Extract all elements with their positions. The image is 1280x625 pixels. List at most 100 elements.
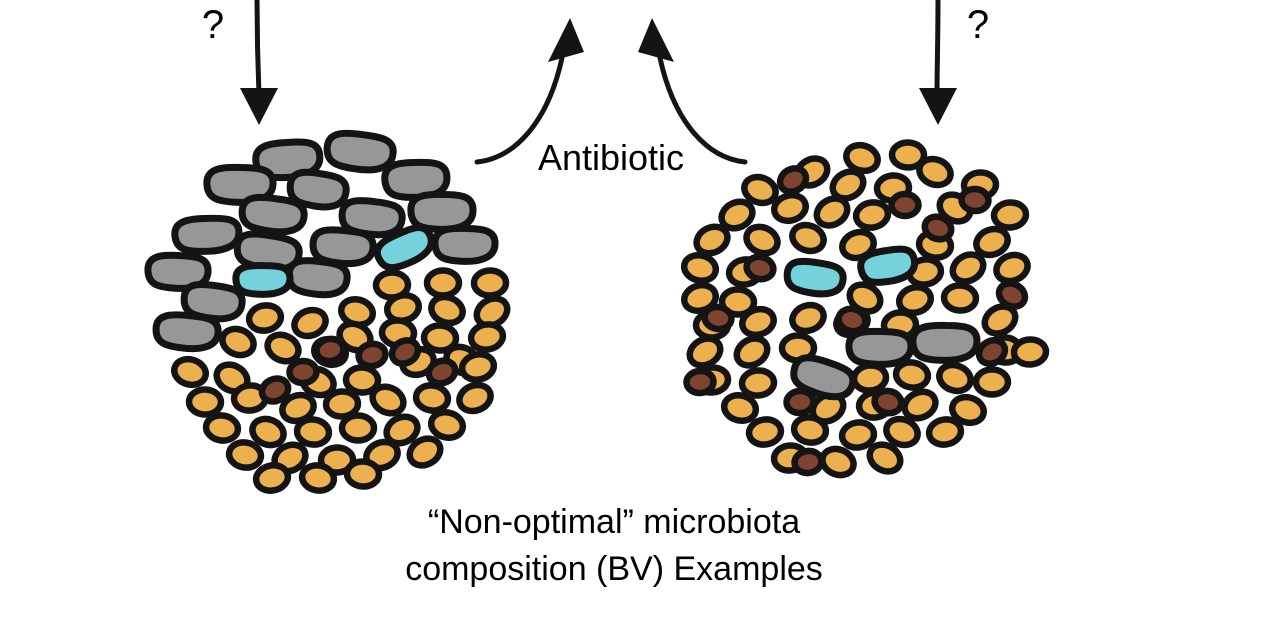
orange-coccus-cell <box>888 139 928 171</box>
brown-coccus-cell-body <box>776 165 810 195</box>
brown-coccus-cell-body <box>791 447 825 477</box>
brown-coccus-cell-body <box>743 253 777 283</box>
orange-coccus-cell-body <box>972 366 1012 398</box>
orange-coccus-cell-body <box>936 361 974 395</box>
orange-coccus-cell <box>427 409 467 441</box>
orange-coccus-cell-body <box>428 293 466 327</box>
orange-coccus-cell-body <box>219 325 257 359</box>
orange-coccus-cell <box>936 361 974 395</box>
cyan-rod-cell-body <box>374 224 435 272</box>
gray-rod-cell <box>203 163 277 206</box>
orange-coccus-cell <box>456 381 494 415</box>
orange-coccus-cell <box>745 416 785 448</box>
antibiotic-label: Antibiotic <box>538 137 684 178</box>
orange-coccus-cell-body <box>895 283 935 317</box>
orange-coccus-cell-body <box>686 335 724 369</box>
orange-coccus-cell-body <box>202 412 242 444</box>
brown-coccus-cell-body <box>783 387 817 417</box>
orange-coccus-cell-body <box>406 435 444 469</box>
gray-rod-cell <box>431 224 499 265</box>
orange-coccus-cell <box>895 283 935 317</box>
orange-coccus-cell <box>252 462 292 494</box>
orange-coccus-cell-body <box>829 168 867 202</box>
orange-coccus-cell <box>406 435 444 469</box>
orange-coccus-cell-body <box>342 364 382 396</box>
cyan-rod-cell <box>374 224 435 272</box>
orange-coccus-cell-body <box>789 301 827 335</box>
orange-coccus-cell-body <box>470 267 510 299</box>
orange-coccus-cell-body <box>458 351 498 383</box>
orange-coccus-cell-body <box>743 223 781 257</box>
orange-coccus-cell-body <box>948 393 988 427</box>
orange-coccus-cell-body <box>739 305 777 339</box>
brown-coccus-cell-body <box>921 213 955 243</box>
arrow-shaft <box>657 55 748 165</box>
arrow-incoming-left <box>240 0 278 125</box>
brown-coccus-cell-body <box>286 357 320 387</box>
orange-coccus-cell <box>741 173 779 207</box>
orange-coccus-cell-body <box>473 295 511 329</box>
orange-coccus-cell <box>293 416 333 448</box>
brown-coccus-cell <box>776 165 810 195</box>
orange-coccus-cell-body <box>293 416 333 448</box>
orange-coccus-cell-body <box>741 173 779 207</box>
orange-coccus-cell-body <box>949 251 987 285</box>
orange-coccus-cell <box>972 366 1012 398</box>
cyan-rod-cell-body <box>232 262 294 298</box>
orange-coccus-cell-body <box>467 321 507 353</box>
orange-coccus-cell <box>298 462 338 494</box>
orange-coccus-cell <box>291 306 329 340</box>
orange-coccus-cell-body <box>745 416 785 448</box>
orange-coccus-cell-body <box>322 388 362 420</box>
gray-rod-cell <box>790 354 857 401</box>
orange-coccus-cell-body <box>790 414 830 446</box>
orange-coccus-cell <box>470 267 510 299</box>
gray-rod-cell-body <box>381 158 451 201</box>
gray-rod-cell-body <box>285 257 351 299</box>
orange-coccus-cell-body <box>981 303 1019 337</box>
orange-coccus-cell <box>322 388 362 420</box>
gray-rod-cell <box>238 193 308 236</box>
brown-coccus-cell <box>975 337 1009 367</box>
brown-coccus-cell-body <box>683 367 717 397</box>
brown-coccus-cell-body <box>958 185 992 215</box>
orange-coccus-cell-body <box>338 412 378 444</box>
brown-coccus-cell-body <box>355 340 389 370</box>
orange-coccus-cell <box>838 419 878 451</box>
orange-coccus-cell <box>850 362 890 394</box>
orange-coccus-cell <box>458 351 498 383</box>
question-mark-left: ? <box>202 3 224 47</box>
orange-coccus-cell <box>1010 336 1050 368</box>
orange-coccus-cell <box>680 281 720 315</box>
brown-coccus-cell-body <box>701 303 735 333</box>
orange-coccus-cell-body <box>427 409 467 441</box>
brown-coccus-cell <box>355 340 389 370</box>
arrow-outgoing-right <box>638 18 748 165</box>
brown-coccus-cell <box>425 357 459 387</box>
gray-rod-cell-body <box>431 224 499 265</box>
arrow-outgoing-left <box>474 18 584 165</box>
gray-rod-cell <box>323 129 397 174</box>
orange-coccus-cell <box>892 359 932 391</box>
orange-coccus-cell <box>383 413 421 447</box>
gray-rod-cell-body <box>152 311 222 353</box>
brown-coccus-cell <box>835 305 869 335</box>
brown-coccus-cell <box>871 387 905 417</box>
orange-coccus-cell <box>739 305 777 339</box>
orange-coccus-cell <box>412 382 452 414</box>
brown-coccus-cell <box>958 185 992 215</box>
brown-coccus-cell-body <box>871 387 905 417</box>
gray-rod-cell-body <box>909 321 981 364</box>
orange-coccus-cell-body <box>973 225 1011 259</box>
orange-coccus-cell <box>852 199 892 231</box>
orange-coccus-cell-body <box>733 335 771 369</box>
orange-coccus-cell-body <box>252 462 292 494</box>
orange-coccus-cell <box>249 415 287 449</box>
orange-coccus-cell <box>338 412 378 444</box>
orange-coccus-cell <box>829 168 867 202</box>
orange-coccus-cell <box>883 415 921 449</box>
caption-line-1: “Non-optimal” microbiota <box>428 503 800 541</box>
brown-coccus-cell <box>783 387 817 417</box>
orange-coccus-cell-body <box>1010 336 1050 368</box>
